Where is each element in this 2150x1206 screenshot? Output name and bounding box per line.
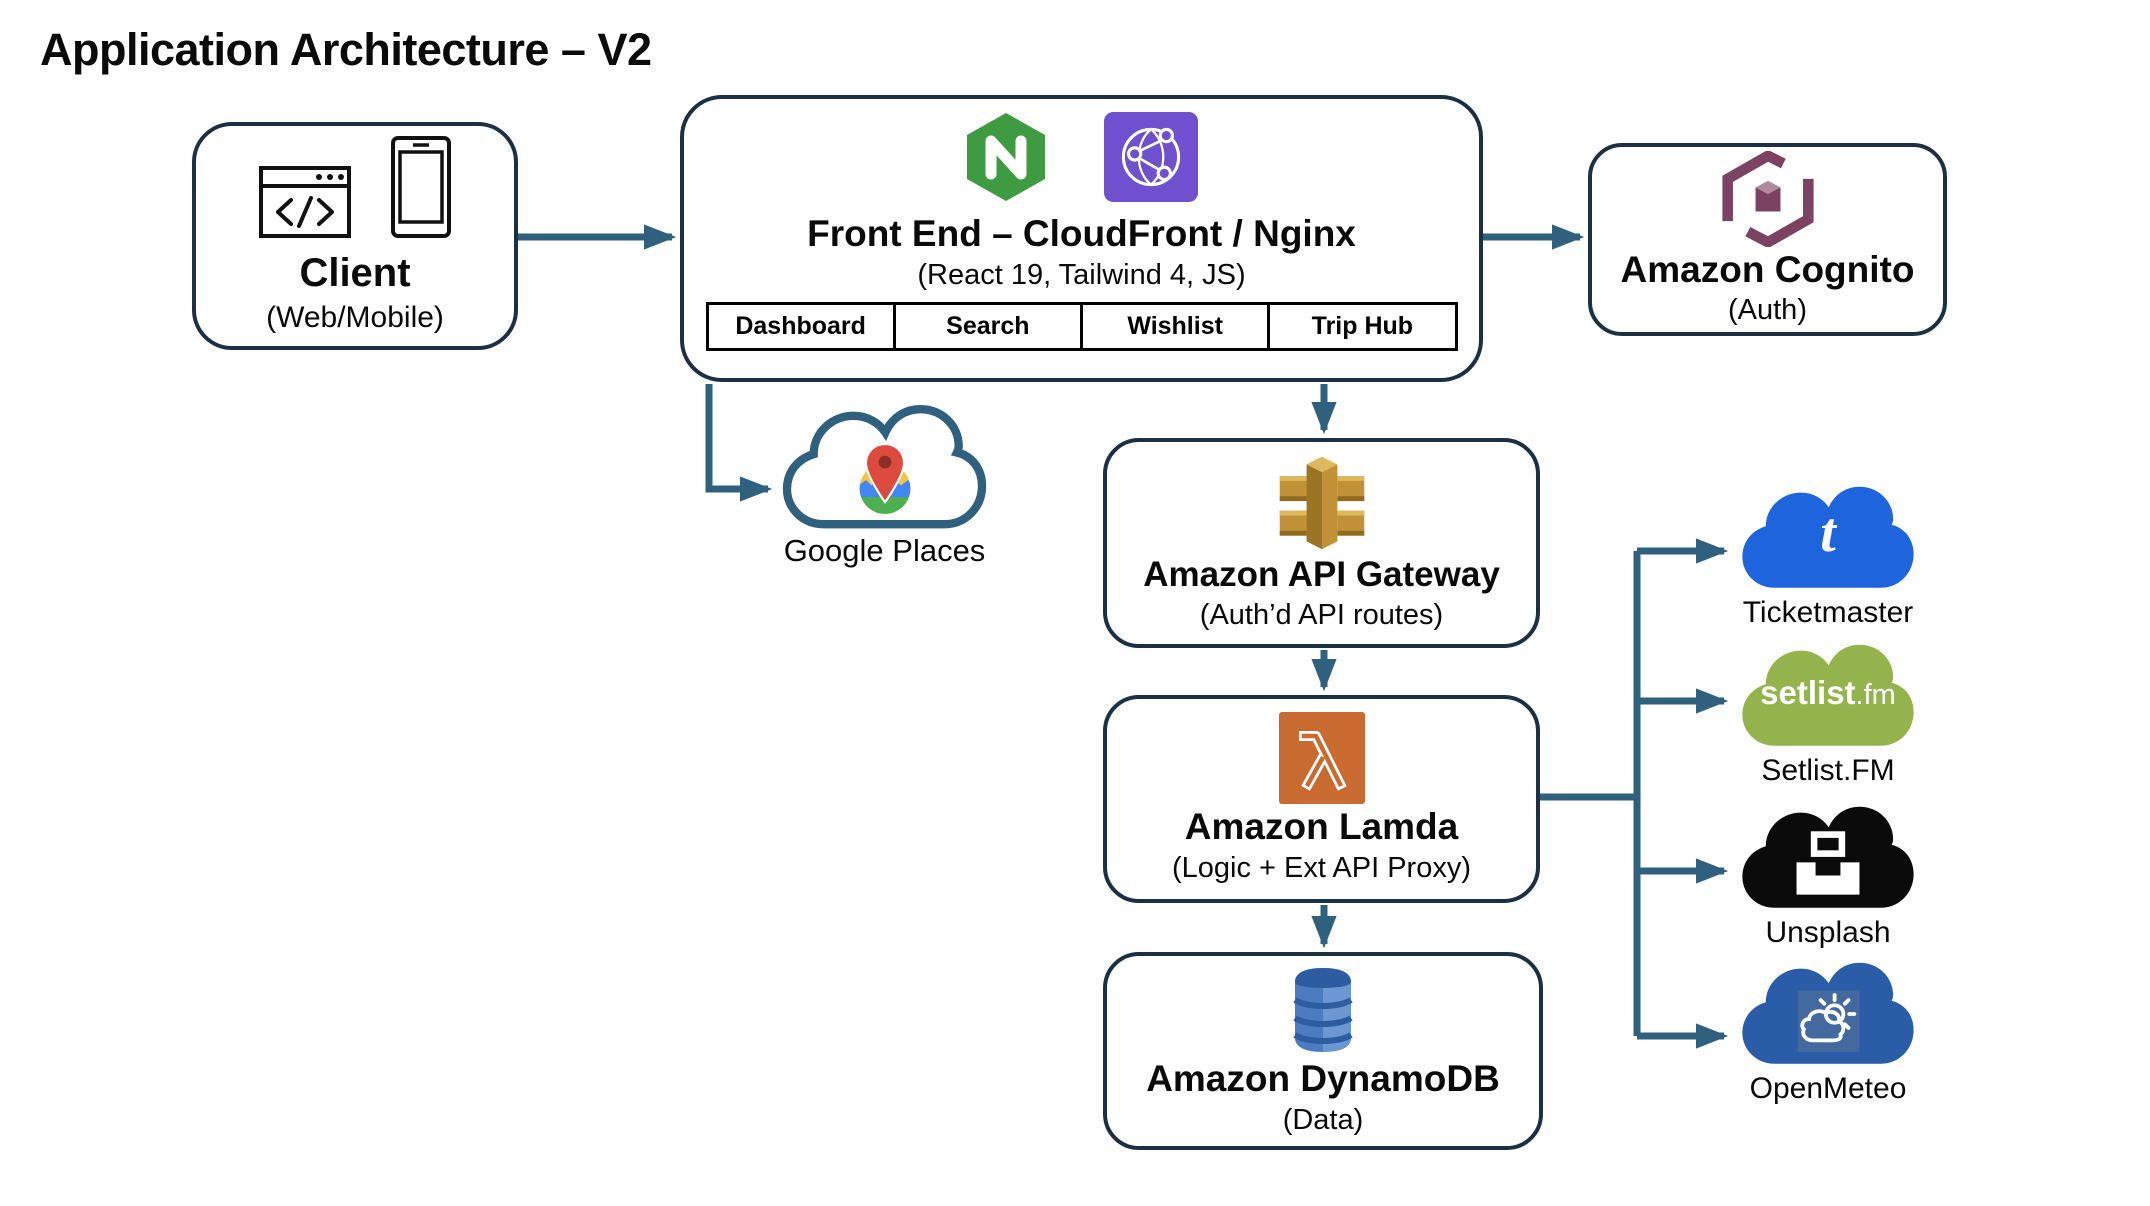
api-gateway-title: Amazon API Gateway bbox=[1143, 555, 1500, 595]
google-places-node: Google Places bbox=[782, 404, 987, 569]
frontend-node: Front End – CloudFront / Nginx (React 19… bbox=[680, 95, 1483, 382]
frontend-tab-strip: Dashboard Search Wishlist Trip Hub bbox=[705, 302, 1458, 352]
unsplash-node: Unsplash bbox=[1738, 802, 1918, 950]
tab-trip-hub: Trip Hub bbox=[1270, 305, 1455, 349]
frontend-title: Front End – CloudFront / Nginx bbox=[807, 213, 1356, 254]
lambda-subtitle: (Logic + Ext API Proxy) bbox=[1172, 851, 1471, 884]
browser-icon bbox=[259, 166, 351, 238]
setlistfm-cloud-icon bbox=[1738, 640, 1918, 752]
client-subtitle: (Web/Mobile) bbox=[266, 301, 444, 334]
lambda-logo-icon bbox=[1278, 712, 1366, 805]
google-places-label: Google Places bbox=[783, 533, 986, 568]
api-gateway-subtitle: (Auth’d API routes) bbox=[1199, 598, 1444, 631]
dynamodb-node: Amazon DynamoDB (Data) bbox=[1103, 952, 1543, 1150]
ticketmaster-cloud-icon bbox=[1738, 482, 1918, 594]
ticketmaster-t-glyph: t bbox=[1820, 502, 1836, 564]
client-icons bbox=[259, 136, 451, 238]
tab-search: Search bbox=[895, 305, 1083, 349]
tab-wishlist: Wishlist bbox=[1083, 305, 1271, 349]
lambda-title: Amazon Lamda bbox=[1184, 806, 1459, 848]
cloudfront-logo-icon bbox=[1103, 112, 1198, 202]
dynamodb-logo-icon bbox=[1281, 964, 1365, 1056]
tab-dashboard: Dashboard bbox=[708, 305, 896, 349]
dynamodb-subtitle: (Data) bbox=[1282, 1103, 1364, 1136]
google-places-pin-icon bbox=[782, 442, 987, 516]
page-title: Application Architecture – V2 bbox=[40, 24, 652, 75]
openmeteo-node: OpenMeteo bbox=[1738, 958, 1918, 1106]
setlistfm-label: Setlist.FM bbox=[1761, 754, 1895, 787]
ticketmaster-label: Ticketmaster bbox=[1742, 596, 1914, 629]
openmeteo-label: OpenMeteo bbox=[1749, 1072, 1907, 1105]
nginx-logo-icon bbox=[966, 112, 1046, 202]
ticketmaster-node: t Ticketmaster bbox=[1738, 482, 1918, 630]
arrow-frontend-to-google-places bbox=[705, 384, 773, 502]
setlistfm-wordmark: setlist.fm bbox=[1760, 674, 1896, 711]
lambda-node: Amazon Lamda (Logic + Ext API Proxy) bbox=[1103, 695, 1540, 903]
api-gateway-logo-icon bbox=[1274, 453, 1370, 553]
smartphone-icon bbox=[391, 136, 451, 238]
setlistfm-node: setlist.fm Setlist.FM bbox=[1738, 640, 1918, 788]
api-gateway-node: Amazon API Gateway (Auth’d API routes) bbox=[1103, 438, 1540, 648]
dynamodb-title: Amazon DynamoDB bbox=[1146, 1058, 1500, 1100]
cognito-title: Amazon Cognito bbox=[1620, 248, 1915, 290]
frontend-subtitle: (React 19, Tailwind 4, JS) bbox=[917, 258, 1246, 291]
unsplash-cloud-icon bbox=[1738, 802, 1918, 914]
client-title: Client bbox=[299, 251, 411, 295]
unsplash-label: Unsplash bbox=[1765, 916, 1891, 949]
client-node: Client (Web/Mobile) bbox=[192, 122, 518, 350]
frontend-logos bbox=[966, 107, 1198, 207]
cognito-node: Amazon Cognito (Auth) bbox=[1588, 143, 1947, 336]
openmeteo-cloud-icon bbox=[1738, 958, 1918, 1070]
cognito-subtitle: (Auth) bbox=[1728, 294, 1807, 327]
cognito-logo-icon bbox=[1718, 150, 1818, 247]
